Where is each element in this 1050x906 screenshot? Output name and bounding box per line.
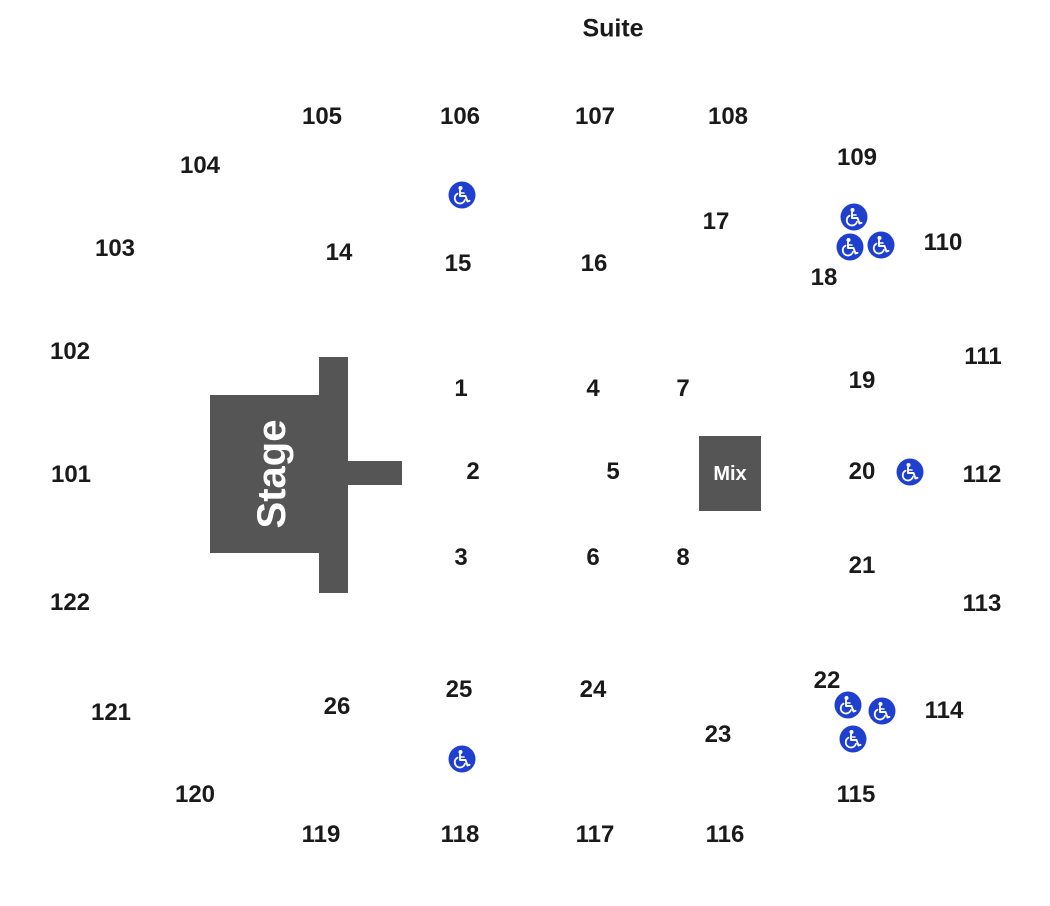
section-103[interactable]: 103 xyxy=(94,235,136,262)
section-115[interactable]: 115 xyxy=(836,781,876,808)
wheelchair-icon[interactable] xyxy=(448,745,476,773)
section-18[interactable]: 18 xyxy=(810,264,838,291)
section-22[interactable]: 22 xyxy=(813,667,841,694)
section-122[interactable]: 122 xyxy=(49,589,91,616)
section-114[interactable]: 114 xyxy=(924,697,964,724)
section-24[interactable]: 24 xyxy=(579,676,607,703)
wheelchair-icon[interactable] xyxy=(834,691,862,719)
section-107[interactable]: 107 xyxy=(574,103,616,130)
stage xyxy=(210,395,320,553)
section-4[interactable]: 4 xyxy=(586,375,600,402)
section-109[interactable]: 109 xyxy=(836,144,878,171)
section-14[interactable]: 14 xyxy=(325,239,353,266)
section-118[interactable]: 118 xyxy=(440,821,480,848)
wheelchair-icon[interactable] xyxy=(448,181,476,209)
section-5[interactable]: 5 xyxy=(606,458,620,485)
section-7[interactable]: 7 xyxy=(676,375,690,402)
section-101[interactable]: 101 xyxy=(50,461,92,488)
section-26[interactable]: 26 xyxy=(323,693,351,720)
section-21[interactable]: 21 xyxy=(848,552,876,579)
section-15[interactable]: 15 xyxy=(444,250,472,277)
section-25[interactable]: 25 xyxy=(445,676,473,703)
section-23[interactable]: 23 xyxy=(704,721,732,748)
section-19[interactable]: 19 xyxy=(848,367,876,394)
section-117[interactable]: 117 xyxy=(575,821,615,848)
suite-label: Suite xyxy=(582,14,644,43)
section-108[interactable]: 108 xyxy=(707,103,749,130)
section-121[interactable]: 121 xyxy=(90,699,132,726)
wheelchair-icon[interactable] xyxy=(867,231,895,259)
section-16[interactable]: 16 xyxy=(580,250,608,277)
section-6[interactable]: 6 xyxy=(586,544,600,571)
mix-position[interactable]: Mix xyxy=(699,436,761,511)
section-105[interactable]: 105 xyxy=(301,103,343,130)
section-2[interactable]: 2 xyxy=(466,458,480,485)
section-120[interactable]: 120 xyxy=(174,781,216,808)
section-106[interactable]: 106 xyxy=(439,103,481,130)
section-111[interactable]: 111 xyxy=(964,343,1002,370)
stage-wing xyxy=(319,357,348,593)
section-110[interactable]: 110 xyxy=(923,229,963,256)
section-8[interactable]: 8 xyxy=(676,544,690,571)
section-113[interactable]: 113 xyxy=(962,590,1002,617)
section-17[interactable]: 17 xyxy=(702,208,730,235)
section-1[interactable]: 1 xyxy=(454,375,468,402)
stage-thrust xyxy=(347,461,402,485)
wheelchair-icon[interactable] xyxy=(836,233,864,261)
wheelchair-icon[interactable] xyxy=(868,697,896,725)
section-104[interactable]: 104 xyxy=(179,152,221,179)
section-112[interactable]: 112 xyxy=(962,461,1002,488)
wheelchair-icon[interactable] xyxy=(839,725,867,753)
section-119[interactable]: 119 xyxy=(301,821,341,848)
section-20[interactable]: 20 xyxy=(848,458,876,485)
wheelchair-icon[interactable] xyxy=(840,203,868,231)
stage-label: Stage xyxy=(250,419,294,529)
section-102[interactable]: 102 xyxy=(49,338,91,365)
wheelchair-icon[interactable] xyxy=(896,458,924,486)
section-3[interactable]: 3 xyxy=(454,544,468,571)
mix-label: Mix xyxy=(713,462,747,485)
section-116[interactable]: 116 xyxy=(705,821,745,848)
